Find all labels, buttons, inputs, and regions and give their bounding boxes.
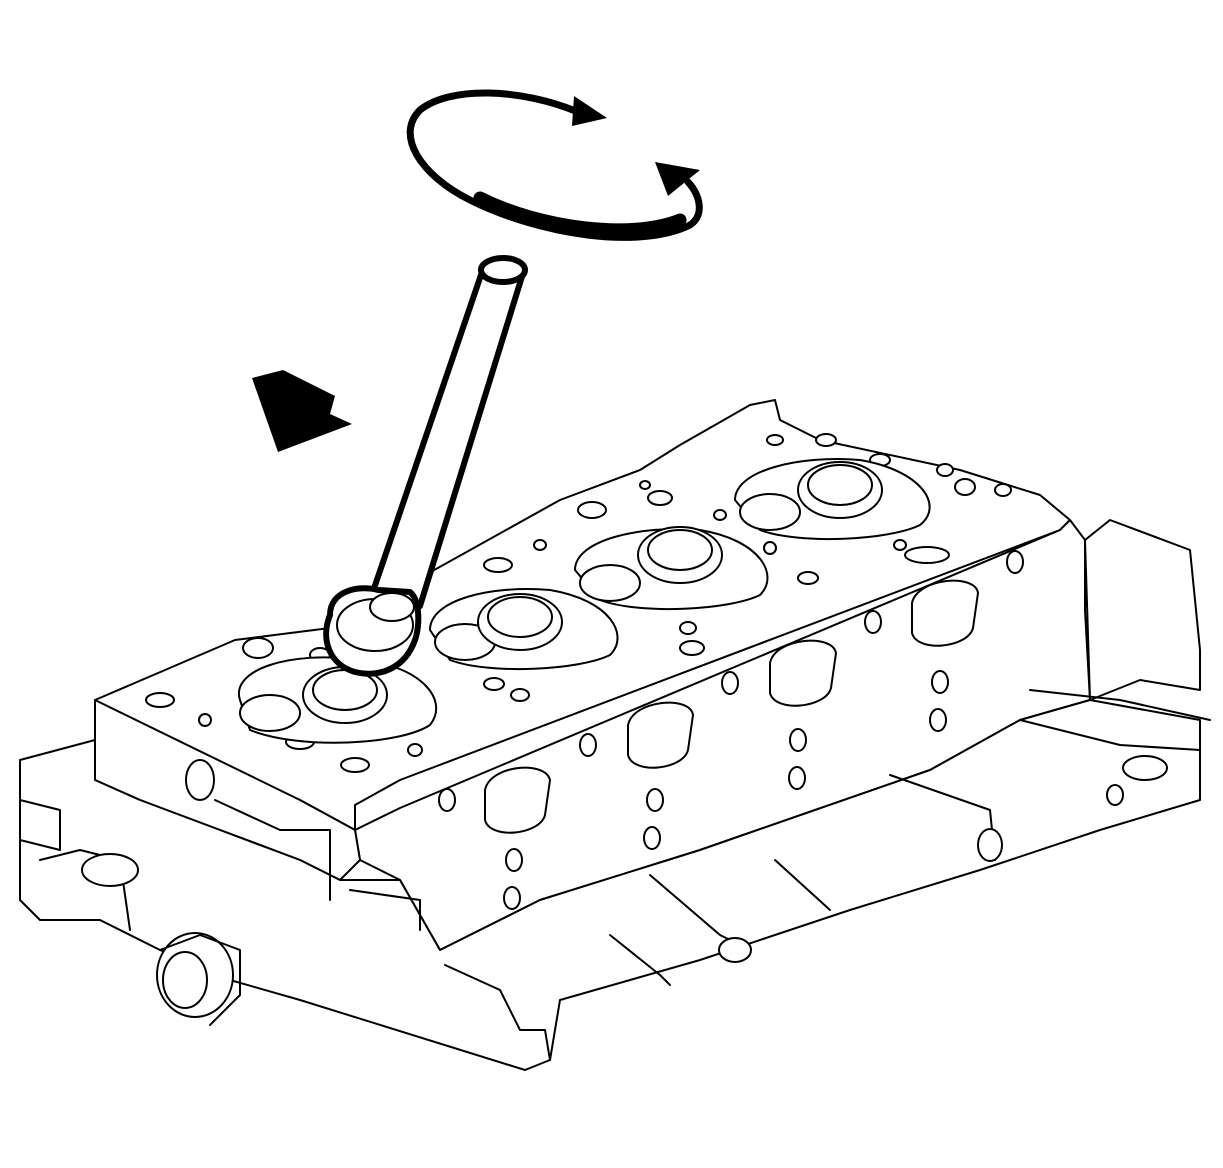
cylinder-head (19, 399, 1211, 1071)
combustion-chamber-3 (574, 526, 769, 611)
arrowhead-icon (572, 96, 607, 126)
combustion-chamber-2 (429, 588, 619, 671)
combustion-chamber-4 (734, 458, 931, 541)
tool-handle-end (478, 255, 528, 285)
view-direction-arrow-icon (252, 370, 352, 452)
arrowhead-icon (655, 162, 700, 196)
combustion-chamber-1 (237, 656, 437, 744)
head-right-bracket (1084, 519, 1201, 701)
lapping-stick-tool (323, 255, 528, 677)
rail-ribs (444, 689, 1211, 1061)
rotation-arrow-icon (406, 89, 703, 241)
end-bosses (19, 759, 421, 931)
end-plug (156, 932, 241, 1026)
side-face-ports (438, 550, 1024, 910)
